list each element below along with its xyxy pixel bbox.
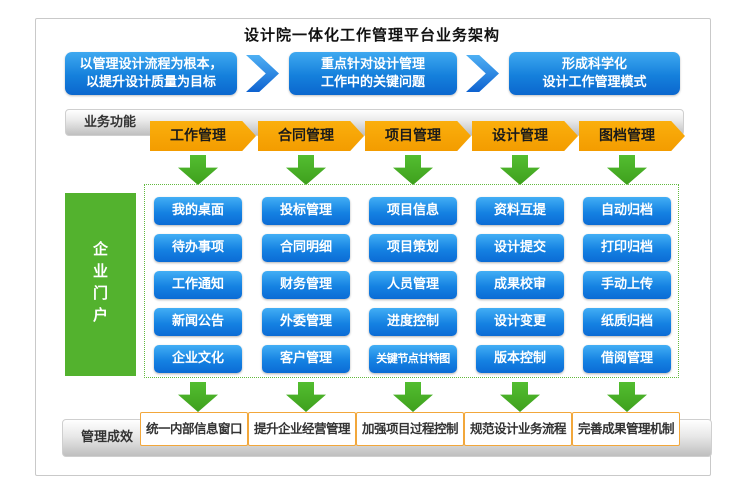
module-button[interactable]: 项目信息 [369,197,457,225]
outcome-box: 规范设计业务流程 [464,412,572,446]
goal-box-1: 以管理设计流程为根本， 以提升设计质量为目标 [65,52,237,95]
enterprise-portal-label: 企业门户 [91,240,109,329]
module-button[interactable]: 项目策划 [369,234,457,262]
modules-container [144,184,679,378]
module-button[interactable]: 财务管理 [262,271,350,299]
outcome-box: 统一内部信息窗口 [140,412,248,446]
module-button[interactable]: 借阅管理 [583,345,671,373]
module-button[interactable]: 纸质归档 [583,308,671,336]
module-button[interactable]: 手动上传 [583,271,671,299]
module-button[interactable]: 关键节点甘特图 [369,345,457,373]
outcome-box: 提升企业经营管理 [248,412,356,446]
module-button[interactable]: 成果校审 [476,271,564,299]
enterprise-portal-panel: 企业门户 [65,193,136,376]
category-tab-project[interactable]: 项目管理 [365,121,471,151]
module-button[interactable]: 合同明细 [262,234,350,262]
module-button[interactable]: 外委管理 [262,308,350,336]
goal-box-3-line2: 设计工作管理模式 [542,74,647,90]
category-tab-contract[interactable]: 合同管理 [258,121,364,151]
goal-box-2: 重点针对设计管理 工作中的关键问题 [289,52,457,95]
module-button[interactable]: 投标管理 [262,197,350,225]
module-button[interactable]: 客户管理 [262,345,350,373]
module-button[interactable]: 人员管理 [369,271,457,299]
goal-box-2-line2: 工作中的关键问题 [320,74,425,90]
outcome-box: 完善成果管理机制 [572,412,680,446]
business-functions-label: 业务功能 [84,115,137,130]
module-button[interactable]: 新闻公告 [154,308,242,336]
outcome-box: 加强项目过程控制 [356,412,464,446]
goal-box-3: 形成科学化 设计工作管理模式 [509,52,680,95]
category-tab-archive[interactable]: 图档管理 [579,121,685,151]
module-button[interactable]: 设计变更 [476,308,564,336]
module-button[interactable]: 资料互提 [476,197,564,225]
goal-box-3-line1: 形成科学化 [561,56,627,72]
module-button[interactable]: 自动归档 [583,197,671,225]
module-button[interactable]: 企业文化 [154,345,242,373]
category-tab-design[interactable]: 设计管理 [472,121,578,151]
module-button[interactable]: 设计提交 [476,234,564,262]
goal-box-1-line2: 以提升设计质量为目标 [85,74,216,90]
module-button[interactable]: 待办事项 [154,234,242,262]
category-tab-work[interactable]: 工作管理 [150,121,256,151]
module-button[interactable]: 打印归档 [583,234,671,262]
module-button[interactable]: 版本控制 [476,345,564,373]
module-button[interactable]: 进度控制 [369,308,457,336]
module-button[interactable]: 工作通知 [154,271,242,299]
page-title: 设计院一体化工作管理平台业务架构 [243,26,500,44]
module-button[interactable]: 我的桌面 [154,197,242,225]
outcomes-label: 管理成效 [81,430,134,445]
goal-box-1-line1: 以管理设计流程为根本， [79,56,223,72]
goal-box-2-line1: 重点针对设计管理 [320,56,425,72]
